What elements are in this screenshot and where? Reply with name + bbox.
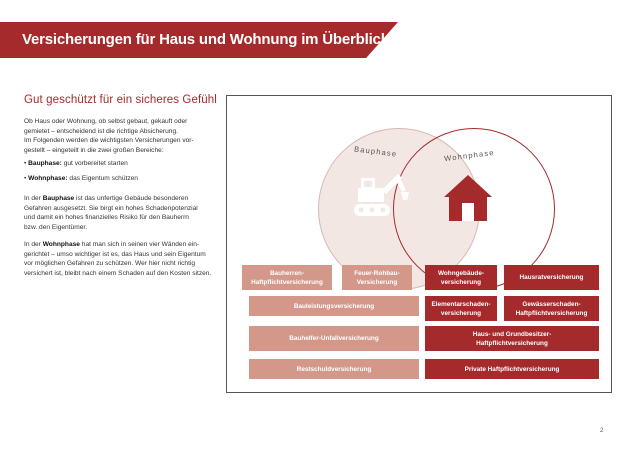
text-line: gemietet – entscheidend ist die richtige… xyxy=(24,127,178,135)
bullet-wohnphase: • Wohnphase: das Eigentum schützen xyxy=(24,175,138,182)
text-line: und damit ein hohes finanzielles Risiko … xyxy=(24,214,189,222)
box-line: Haus- und Grundbesitzer- xyxy=(472,330,552,338)
text-term: Bauphase xyxy=(42,195,75,202)
text-run: ist das unfertige Gebäude besonderen xyxy=(74,195,189,202)
box-line: Wohngebäude- xyxy=(437,269,485,277)
box-line: Bauherren- xyxy=(269,269,305,277)
paragraph-wohnphase: In der Wohnphase hat man sich in seinen … xyxy=(24,240,216,278)
box-line: Haftpflichtversicherung xyxy=(515,309,588,317)
text-line: Ob Haus oder Wohnung, ob selbst gebaut, … xyxy=(24,118,188,125)
feuer-rohbau-box: Feuer-Rohbau-Versicherung xyxy=(342,265,412,290)
diagram-panel xyxy=(226,95,612,393)
bauhelfer-unfall-box: Bauhelfer-Unfallversicherung xyxy=(249,326,419,351)
header-banner: Versicherungen für Haus und Wohnung im Ü… xyxy=(0,22,398,58)
text-line: gerichtet – umso wichtiger ist es, das H… xyxy=(24,250,206,258)
page-number: 2 xyxy=(600,428,604,434)
gewaesserschaden-box: Gewässerschaden-Haftpflichtversicherung xyxy=(504,296,599,321)
bullet-term: Wohnphase: xyxy=(28,175,68,182)
text-line: gestellt – eingeteilt in die zwei großen… xyxy=(24,146,164,154)
box-line: versicherung xyxy=(440,278,482,286)
restschuld-box: Restschuldversicherung xyxy=(249,359,419,379)
text-line: vor möglichen Gefahren zu schützen. Wer … xyxy=(24,260,196,268)
text-run: hat man sich in seinen vier Wänden ein- xyxy=(79,241,200,248)
bullet-text: gut vorbereitet starten xyxy=(61,160,128,167)
text-line: bzw. den Eigentümer. xyxy=(24,223,88,231)
box-line: Versicherung xyxy=(356,278,398,286)
private-haftpflicht-box: Private Haftpflichtversicherung xyxy=(425,359,599,379)
text-run: In der xyxy=(24,195,43,202)
elementarschaden-box: Elementarschaden-versicherung xyxy=(425,296,497,321)
page-title: Versicherungen für Haus und Wohnung im Ü… xyxy=(22,31,389,48)
bullet-term: Bauphase: xyxy=(28,160,62,167)
box-line: Feuer-Rohbau- xyxy=(354,269,400,277)
text-term: Wohnphase xyxy=(42,241,80,248)
box-line: Haftpflichtversicherung xyxy=(251,278,323,286)
house-icon xyxy=(444,175,492,221)
bauleistung-box: Bauleistungsversicherung xyxy=(249,296,419,316)
text-line: Gefahren ausgesetzt. Sie birgt ein hohes… xyxy=(24,204,198,212)
section-subtitle: Gut geschützt für ein sicheres Gefühl xyxy=(24,94,217,106)
hausrat-box: Hausratversicherung xyxy=(504,265,599,290)
bullet-bauphase: • Bauphase: gut vorbereitet starten xyxy=(24,160,128,167)
box-line: versicherung xyxy=(440,309,482,317)
box-line: Gewässerschaden- xyxy=(522,300,581,308)
text-line: versichert ist, bleibt nach einem Schade… xyxy=(24,269,212,277)
excavator-icon xyxy=(354,174,409,216)
bauherren-haftpflicht-box: Bauherren-Haftpflichtversicherung xyxy=(242,265,332,290)
bullet-text: das Eigentum schützen xyxy=(67,175,138,182)
haus-grundbesitzer-box: Haus- und Grundbesitzer-Haftpflichtversi… xyxy=(425,326,599,351)
wohngebaeude-box: Wohngebäude-versicherung xyxy=(425,265,497,290)
box-line: Haftpflichtversicherung xyxy=(476,339,548,347)
intro-paragraph: Ob Haus oder Wohnung, ob selbst gebaut, … xyxy=(24,117,216,155)
text-line: Im Folgenden werden die wichtigsten Vers… xyxy=(24,137,194,145)
text-run: In der xyxy=(24,241,43,248)
paragraph-bauphase: In der Bauphase ist das unfertige Gebäud… xyxy=(24,194,216,232)
box-line: Elementarschaden- xyxy=(431,300,491,308)
